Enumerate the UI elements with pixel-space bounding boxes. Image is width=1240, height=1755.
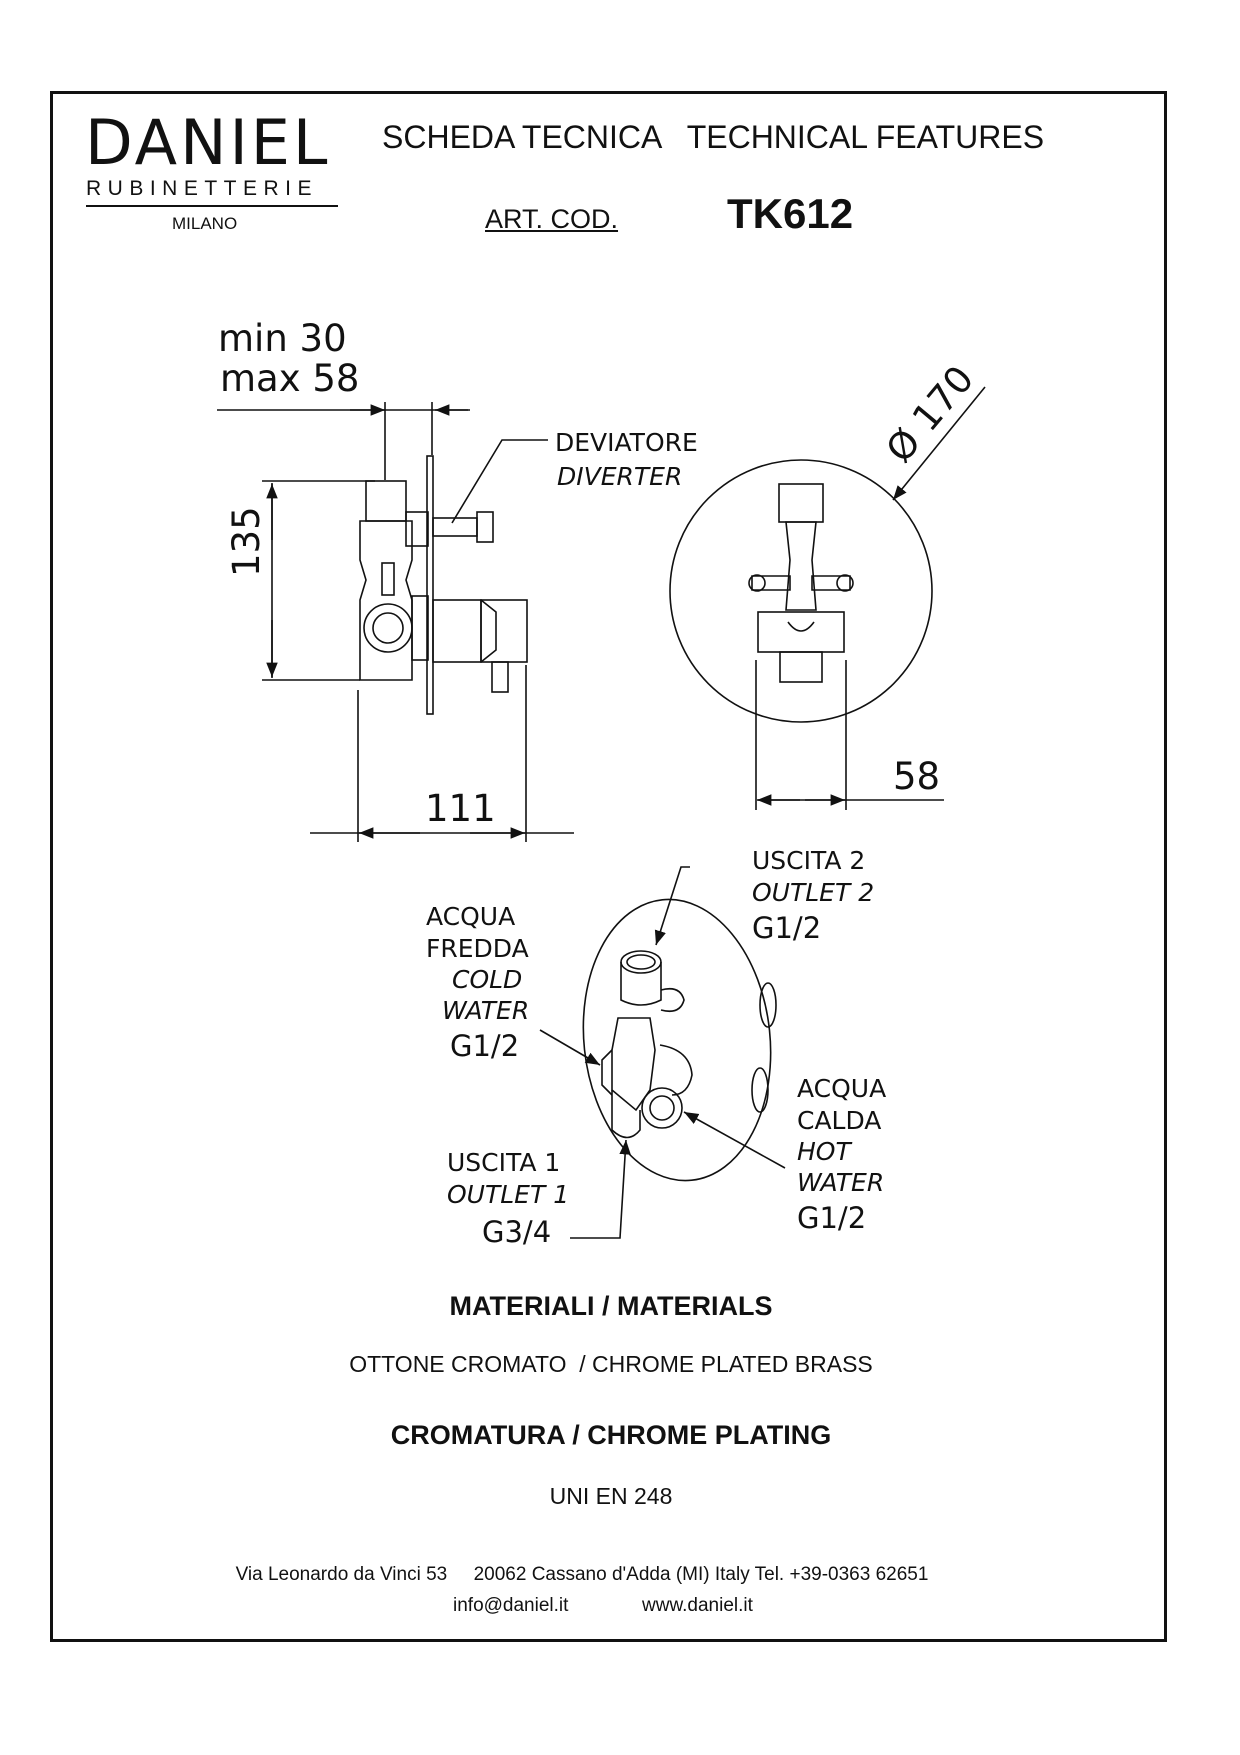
outlet2-label-it: USCITA 2 <box>752 846 866 875</box>
footer-website[interactable]: www.daniel.it <box>642 1595 753 1616</box>
cold-label-en-1: COLD <box>452 965 523 994</box>
hot-label-it-2: CALDA <box>797 1106 882 1135</box>
front-view <box>669 386 986 810</box>
cold-label-en-2: WATER <box>442 996 530 1025</box>
article-code-label: ART. COD. <box>485 204 619 234</box>
materials-heading: MATERIALI / MATERIALS <box>449 1291 773 1321</box>
brand-logo: DANIEL <box>85 106 331 179</box>
brand-subtitle: RUBINETTERIE <box>86 177 319 200</box>
sheet-border <box>50 91 1167 1642</box>
outlet1-label-it: USCITA 1 <box>447 1148 561 1177</box>
plating-heading: CROMATURA / CHROME PLATING <box>390 1420 832 1450</box>
footer-email[interactable]: info@daniel.it <box>453 1595 569 1616</box>
side-view <box>217 402 574 842</box>
height-dimension-label: 135 <box>225 506 268 577</box>
width-dimension-label: 58 <box>893 755 941 798</box>
hot-label-en-1: HOT <box>797 1137 851 1166</box>
materials-value: OTTONE CROMATO / CHROME PLATED BRASS <box>349 1351 873 1377</box>
depth-max-label: max 58 <box>220 357 360 400</box>
diverter-label-en: DIVERTER <box>557 462 683 491</box>
isometric-view <box>539 866 786 1239</box>
outlet2-label-en: OUTLET 2 <box>752 878 875 907</box>
hot-size: G1/2 <box>797 1201 867 1235</box>
outlet2-size: G1/2 <box>752 911 822 945</box>
outlet1-label-en: OUTLET 1 <box>447 1180 570 1209</box>
cold-label-it-2: FREDDA <box>426 934 529 963</box>
logo-divider <box>86 205 338 207</box>
length-dimension-label: 111 <box>425 787 496 830</box>
plating-value: UNI EN 248 <box>549 1483 673 1509</box>
article-code: TK612 <box>727 190 854 237</box>
footer-address: Via Leonardo da Vinci 53 20062 Cassano d… <box>235 1564 929 1585</box>
sheet-title: SCHEDA TECNICA TECHNICAL FEATURES <box>382 119 1045 155</box>
hot-label-en-2: WATER <box>797 1168 885 1197</box>
cold-size: G1/2 <box>450 1029 520 1063</box>
cold-label-it-1: ACQUA <box>426 902 516 931</box>
outlet1-size: G3/4 <box>482 1215 552 1249</box>
diverter-label-it: DEVIATORE <box>555 428 698 457</box>
hot-label-it-1: ACQUA <box>797 1074 887 1103</box>
brand-city: MILANO <box>172 214 238 233</box>
depth-min-label: min 30 <box>218 317 347 360</box>
